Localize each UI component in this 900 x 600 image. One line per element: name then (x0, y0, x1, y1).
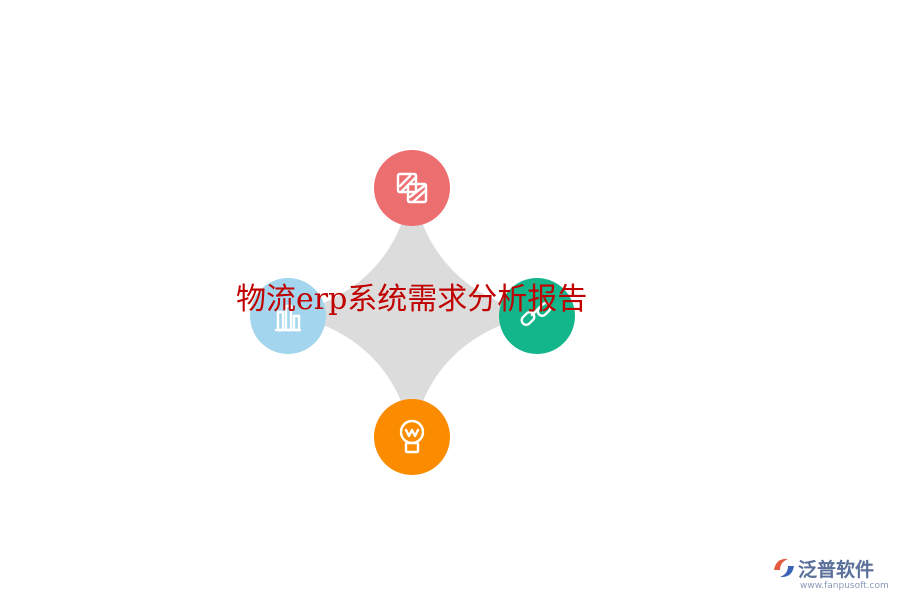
node-bottom-circle (374, 399, 450, 475)
page-title: 物流erp系统需求分析报告 (236, 282, 588, 317)
brand-url: www.fanpusoft.com (800, 581, 889, 591)
node-top (374, 150, 450, 226)
brand-name: 泛普软件 (798, 559, 875, 581)
node-bottom (374, 399, 450, 475)
lightbulb-icon (399, 419, 425, 454)
brand-logo: 泛普软件 www.fanpusoft.com (770, 552, 895, 596)
star-connector (288, 188, 537, 437)
node-left-circle (250, 278, 326, 354)
node-right-circle (499, 278, 575, 354)
brand-logo-icon (774, 558, 794, 578)
link-icon (520, 302, 552, 326)
node-top-circle (374, 150, 450, 226)
node-right (499, 278, 575, 354)
bar-chart-icon (274, 304, 302, 332)
layers-striped-icon (396, 172, 428, 204)
node-left (250, 278, 326, 354)
